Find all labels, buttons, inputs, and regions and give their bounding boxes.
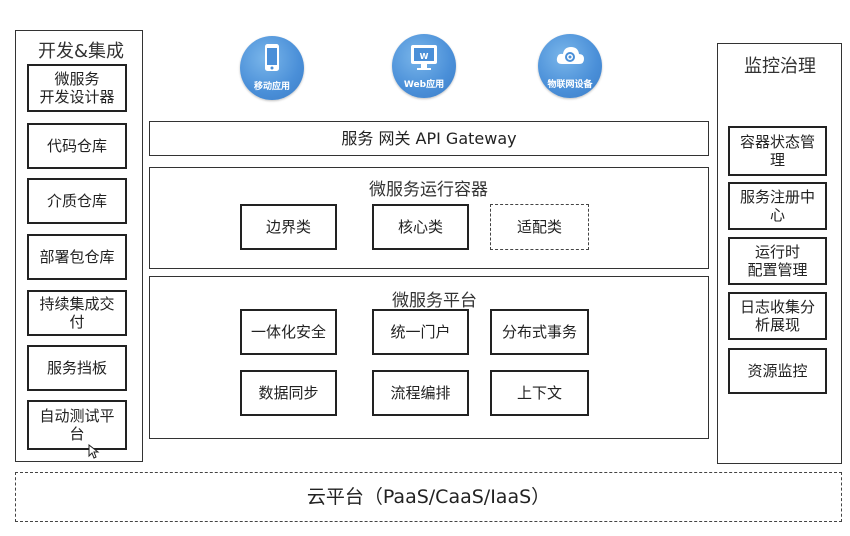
left-item-0: 微服务开发设计器 <box>27 64 127 112</box>
mobile-app-icon: 移动应用 <box>240 36 304 100</box>
platform-item-3: 数据同步 <box>240 370 337 416</box>
svg-text:W: W <box>420 52 429 61</box>
left-item-2: 介质仓库 <box>27 178 127 224</box>
runtime-item-1: 核心类 <box>372 204 469 250</box>
left-item-1: 代码仓库 <box>27 123 127 169</box>
left-item-label: 微服务开发设计器 <box>39 70 115 106</box>
right-item-label: 容器状态管理 <box>739 133 815 169</box>
platform-item-label: 上下文 <box>516 384 562 402</box>
left-item-4: 持续集成交付 <box>27 290 127 336</box>
left-item-label: 介质仓库 <box>46 192 107 210</box>
right-item-label: 运行时配置管理 <box>747 243 808 279</box>
platform-item-1: 统一门户 <box>372 309 469 355</box>
left-item-label: 部署包仓库 <box>39 248 115 266</box>
right-item-0: 容器状态管理 <box>728 126 827 176</box>
web-app-icon: W Web应用 <box>392 34 456 98</box>
platform-item-label: 统一门户 <box>390 323 451 341</box>
platform-item-5: 上下文 <box>490 370 589 416</box>
runtime-item-label: 边界类 <box>265 218 311 236</box>
platform-item-2: 分布式事务 <box>490 309 589 355</box>
left-item-label: 持续集成交付 <box>39 295 115 331</box>
api-gateway-label: 服务 网关 API Gateway <box>341 128 517 148</box>
runtime-item-0: 边界类 <box>240 204 337 250</box>
platform-item-0: 一体化安全 <box>240 309 337 355</box>
mouse-cursor-icon <box>88 444 100 459</box>
right-item-1: 服务注册中心 <box>728 182 827 230</box>
right-item-label: 服务注册中心 <box>739 188 815 224</box>
mobile-app-label: 移动应用 <box>253 82 290 92</box>
platform-item-4: 流程编排 <box>372 370 469 416</box>
left-item-5: 服务挡板 <box>27 345 127 391</box>
left-item-3: 部署包仓库 <box>27 234 127 280</box>
left-item-label: 代码仓库 <box>46 137 107 155</box>
platform-item-label: 分布式事务 <box>501 323 577 341</box>
left-item-6: 自动测试平台 <box>27 400 127 450</box>
right-item-2: 运行时配置管理 <box>728 237 827 285</box>
runtime-item-label: 适配类 <box>516 218 562 236</box>
runtime-item-2: 适配类 <box>490 204 589 250</box>
right-item-label: 资源监控 <box>747 362 808 380</box>
platform-item-label: 流程编排 <box>390 384 451 402</box>
left-item-label: 服务挡板 <box>46 359 107 377</box>
iot-device-label: 物联网设备 <box>547 80 593 90</box>
microservice-platform-title: 微服务平台 <box>392 291 477 311</box>
iot-device-icon: 物联网设备 <box>538 34 602 98</box>
right-item-4: 资源监控 <box>728 348 827 394</box>
api-gateway: 服务 网关 API Gateway <box>149 121 709 156</box>
cloud-platform-label: 云平台（PaaS/CaaS/IaaS） <box>306 486 551 508</box>
dev-integration-title: 开发&集成 <box>38 41 125 62</box>
platform-item-label: 数据同步 <box>258 384 319 402</box>
platform-item-label: 一体化安全 <box>250 323 326 341</box>
right-item-3: 日志收集分析展现 <box>728 292 827 340</box>
right-item-label: 日志收集分析展现 <box>739 298 815 334</box>
left-item-label: 自动测试平台 <box>39 407 115 443</box>
runtime-item-label: 核心类 <box>397 218 443 236</box>
monitoring-title: 监控治理 <box>744 56 816 77</box>
runtime-container-title: 微服务运行容器 <box>369 180 488 200</box>
cloud-platform: 云平台（PaaS/CaaS/IaaS） <box>15 472 842 522</box>
web-app-label: Web应用 <box>403 80 445 90</box>
